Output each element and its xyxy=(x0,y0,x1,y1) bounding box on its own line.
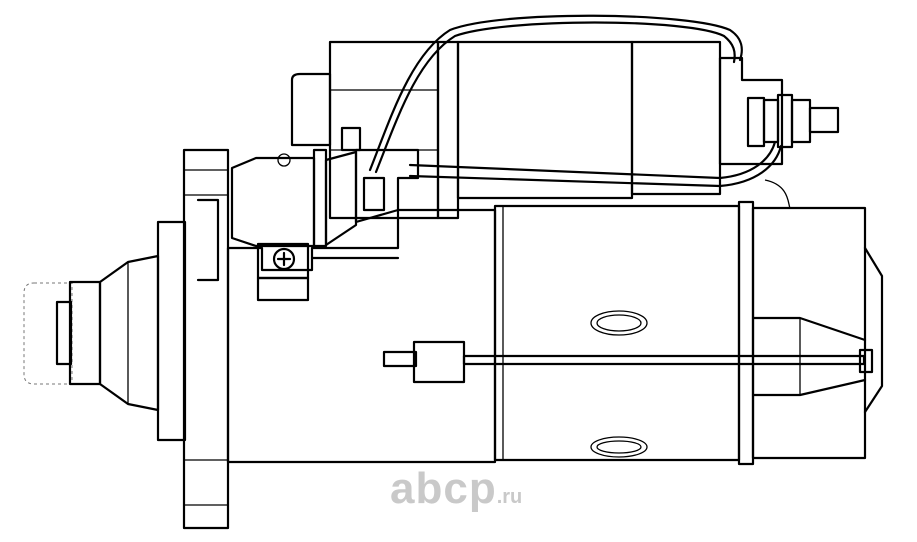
pinion-gear xyxy=(23,280,102,386)
commutator-end-frame xyxy=(737,179,884,466)
drive-housing-cone xyxy=(98,254,160,412)
main-terminal-stud xyxy=(746,93,840,149)
solenoid-switch xyxy=(290,40,784,220)
wire-harness xyxy=(368,14,783,188)
watermark-tld: .ru xyxy=(496,486,523,508)
mounting-flange xyxy=(156,148,230,530)
motor-yoke xyxy=(493,204,741,462)
small-screw-icon xyxy=(277,153,291,167)
screw-icon xyxy=(272,247,296,271)
auxiliary-terminal-block xyxy=(230,126,420,302)
watermark-logo: abcp.ru xyxy=(390,464,522,514)
intermediate-housing xyxy=(226,208,497,464)
watermark-brand: abcp xyxy=(390,464,497,513)
through-bolt xyxy=(382,340,874,384)
